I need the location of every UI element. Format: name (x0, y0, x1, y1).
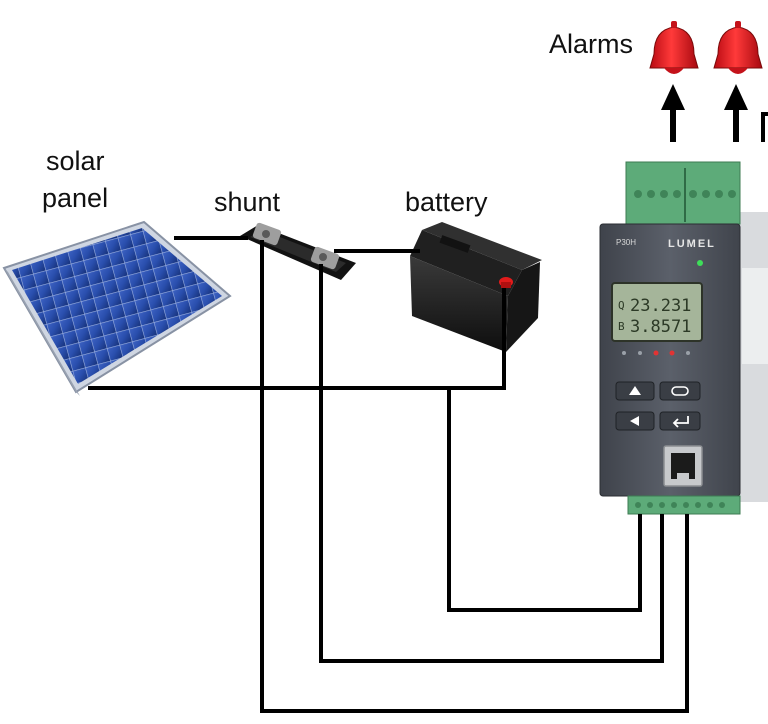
lumel-meter: P30H LUMEL Q 23.231 B 3.8571 (599, 161, 768, 515)
lcd-screen (611, 282, 703, 342)
wire-panel-to-battery (88, 288, 506, 390)
solar-panel-label-line1: solar (46, 146, 105, 176)
lcd-line1: 23.231 (630, 296, 691, 316)
lcd-unit-top: Q (618, 299, 625, 312)
wire-meter-to-shunt-right (319, 264, 664, 663)
alarm-relay-wire (761, 112, 768, 142)
enter-button[interactable] (659, 411, 701, 431)
solar-panel-label-line2: panel (42, 183, 108, 213)
shunt (240, 222, 356, 280)
arrow-up-icon (661, 84, 685, 142)
alarm-bell-icon (649, 21, 699, 74)
arrow-left-icon (630, 416, 639, 426)
enter-icon (672, 416, 689, 428)
lcd-unit-bottom: B (618, 320, 625, 333)
solar-panel (2, 220, 232, 396)
cycle-icon (671, 386, 689, 396)
battery (410, 222, 542, 352)
wire-meter-to-battery (447, 388, 642, 612)
arrow-up-icon (724, 84, 748, 142)
shunt-label: shunt (214, 187, 281, 217)
terminal-block-top (625, 161, 741, 225)
meter-brand: LUMEL (668, 238, 716, 250)
lcd-line2: 3.8571 (630, 317, 691, 337)
battery-label: battery (405, 187, 488, 217)
indicator-leds (622, 350, 690, 356)
status-led (697, 260, 703, 266)
alarms-label: Alarms (549, 29, 633, 59)
wire-meter-to-shunt-left (260, 240, 689, 713)
labels: solar panel shunt battery Alarms (42, 29, 633, 217)
wires (88, 236, 689, 713)
meter-model: P30H (616, 238, 636, 247)
cycle-button[interactable] (659, 381, 701, 401)
alarm-bell-icon (713, 21, 763, 74)
arrow-up-small-icon (629, 386, 641, 395)
